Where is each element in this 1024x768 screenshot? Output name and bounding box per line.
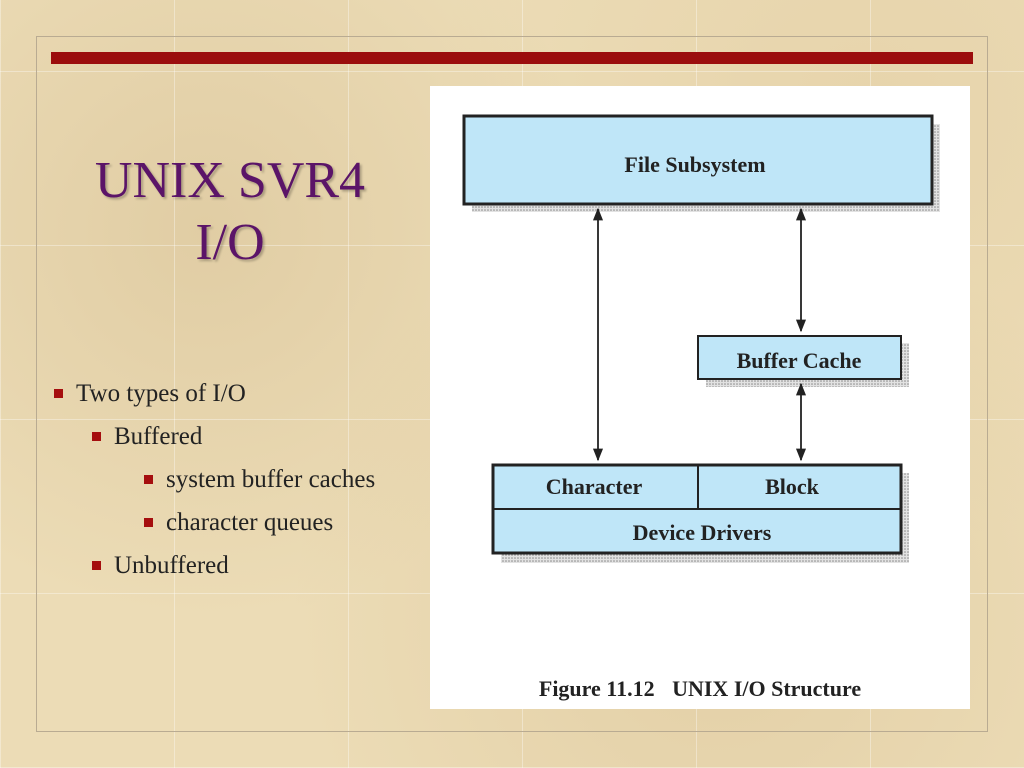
square-bullet-icon <box>54 388 63 398</box>
bullet-text: Two types of I/O <box>76 380 246 407</box>
slide-title: UNIX SVR4 I/O <box>40 150 420 274</box>
bullet-item: character queues <box>144 509 333 537</box>
square-bullet-icon <box>144 517 153 527</box>
buffer-cache-label: Buffer Cache <box>737 348 862 373</box>
figure-caption: Figure 11.12 UNIX I/O Structure <box>430 676 970 702</box>
square-bullet-icon <box>92 560 101 570</box>
bullet-text: system buffer caches <box>166 466 376 493</box>
title-line-1: UNIX SVR4 <box>94 152 366 209</box>
bullet-item: Buffered <box>92 423 202 451</box>
file-subsystem-label: File Subsystem <box>624 152 765 177</box>
block-label: Block <box>765 474 820 499</box>
io-structure-diagram: File Subsystem Buffer Cache Character Bl… <box>462 114 940 563</box>
device-drivers-label: Device Drivers <box>633 520 772 545</box>
io-structure-figure: File Subsystem Buffer Cache Character Bl… <box>430 86 970 709</box>
square-bullet-icon <box>92 431 101 441</box>
accent-bar <box>51 52 973 64</box>
bullet-item: Unbuffered <box>92 552 229 580</box>
figure-title: UNIX I/O Structure <box>672 676 862 701</box>
bullet-item: system buffer caches <box>144 466 375 494</box>
figure-number: Figure 11.12 <box>538 676 655 701</box>
file-subsystem-box <box>462 114 934 206</box>
bullet-item: Two types of I/O <box>54 380 246 408</box>
bullet-text: character queues <box>166 509 334 536</box>
slide-frame <box>36 36 988 732</box>
title-line-2: I/O <box>195 214 265 271</box>
bullet-text: Buffered <box>114 423 203 450</box>
buffer-cache-box <box>697 335 902 380</box>
character-label: Character <box>546 474 643 499</box>
bullet-text: Unbuffered <box>114 552 229 579</box>
square-bullet-icon <box>144 474 153 484</box>
